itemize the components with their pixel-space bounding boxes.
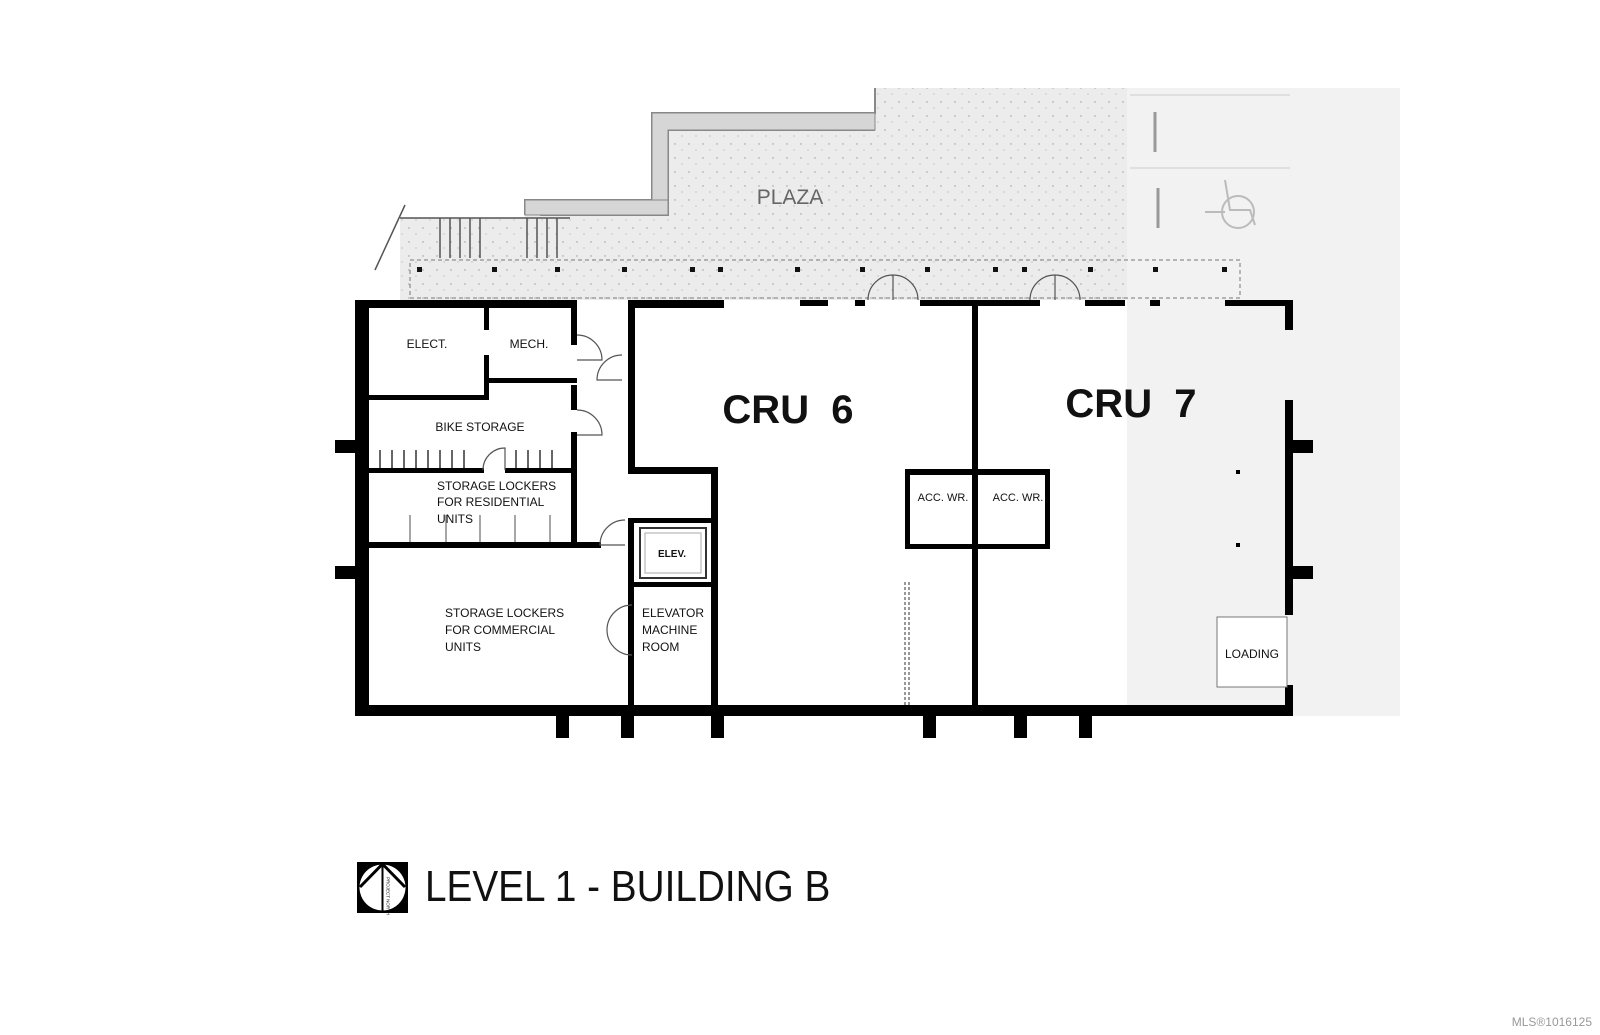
room-label-elect: ELECT. (407, 337, 448, 351)
parking-area (1127, 88, 1400, 716)
plaza-label: PLAZA (757, 186, 824, 209)
unit-label-cru7: CRU 7 (1065, 382, 1196, 426)
stairs (374, 204, 570, 271)
accessible-parking-icon (1205, 179, 1256, 229)
canopy-outline (409, 259, 1241, 299)
plan-title: LEVEL 1 - BUILDING B (425, 862, 831, 911)
plaza-area (400, 88, 1127, 300)
bike-racks (379, 450, 553, 542)
unit-label-cru6: CRU 6 (722, 388, 853, 432)
doors (482, 274, 1081, 705)
loading-area (1216, 616, 1288, 688)
north-arrow-icon: PROJECT NORTH (357, 861, 408, 915)
washroom-label-1: ACC. WR. (918, 492, 969, 504)
room-label-elevator: ELEV. (658, 549, 686, 560)
room-label-loading: LOADING (1225, 647, 1279, 661)
washroom-label-2: ACC. WR. (993, 492, 1044, 504)
north-arrow-text: PROJECT NORTH (386, 877, 391, 915)
watermark: MLS®1016125 (1511, 1015, 1592, 1029)
columns (417, 267, 1227, 272)
walls (335, 300, 1313, 738)
room-label-bike-storage: BIKE STORAGE (435, 420, 524, 434)
elevator-car (639, 527, 707, 579)
room-label-mech: MECH. (510, 337, 549, 351)
